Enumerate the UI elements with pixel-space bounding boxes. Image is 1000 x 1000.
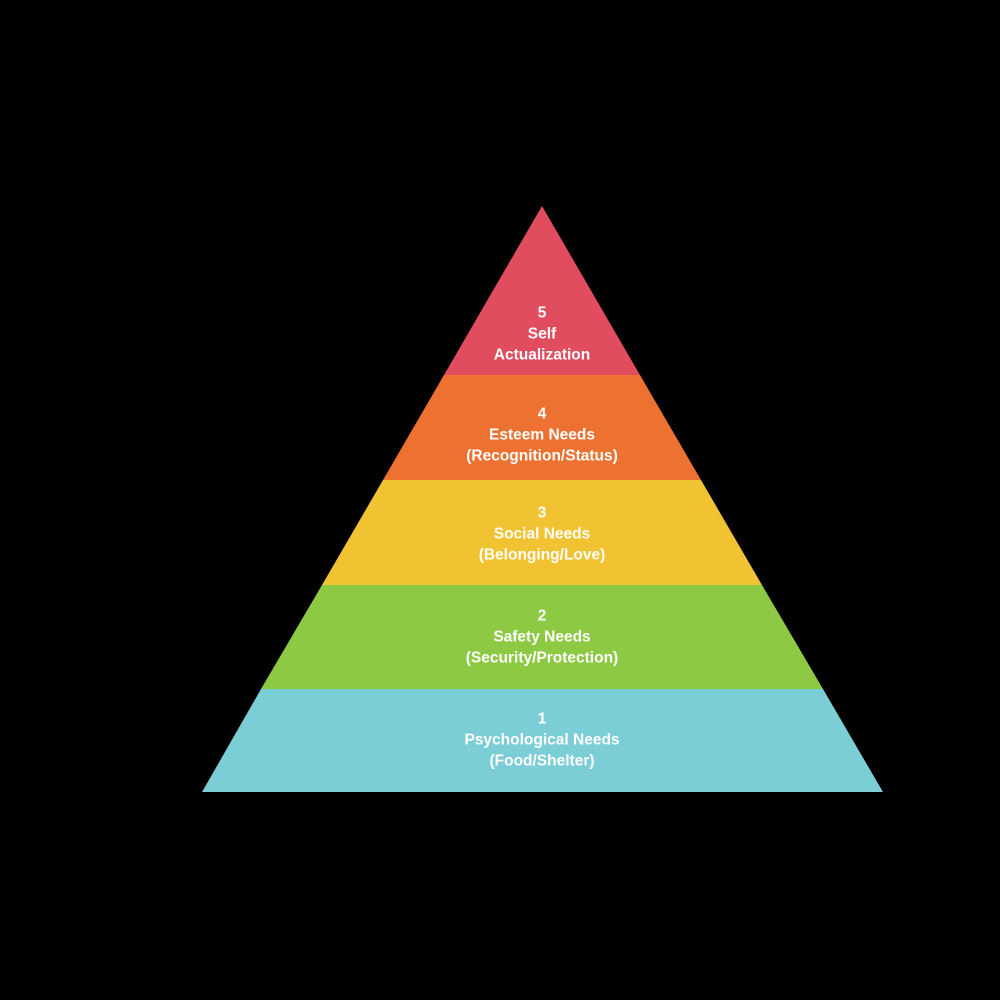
pyramid-level-3-number: 3 xyxy=(538,505,547,522)
pyramid-level-2-shape xyxy=(261,585,823,689)
pyramid-level-5-title-line2: Actualization xyxy=(494,347,590,364)
pyramid-level-3-label: 3 Social Needs (Belonging/Love) xyxy=(479,505,606,564)
pyramid-level-4-label: 4 Esteem Needs (Recognition/Status) xyxy=(466,406,618,465)
pyramid-level-3-subtitle: (Belonging/Love) xyxy=(479,547,606,564)
pyramid-level-4-subtitle: (Recognition/Status) xyxy=(466,448,618,465)
pyramid-level-4-shape xyxy=(383,375,701,480)
pyramid-level-2-number: 2 xyxy=(538,608,547,625)
pyramid-level-5-label: 5 Self Actualization xyxy=(494,305,590,364)
pyramid-level-4-title: Esteem Needs xyxy=(489,427,595,444)
pyramid-level-1-number: 1 xyxy=(538,711,547,728)
pyramid-level-1-subtitle: (Food/Shelter) xyxy=(489,753,594,770)
pyramid-level-2-subtitle: (Security/Protection) xyxy=(466,650,618,667)
pyramid-level-5-shape xyxy=(444,206,640,375)
pyramid-level-5-title-line1: Self xyxy=(528,326,557,343)
pyramid-level-2-label: 2 Safety Needs (Security/Protection) xyxy=(466,608,618,667)
pyramid-level-1-shape xyxy=(202,689,883,792)
pyramid-level-4-number: 4 xyxy=(538,406,547,423)
pyramid-level-1-title: Psychological Needs xyxy=(464,732,619,749)
pyramid-level-3-shape xyxy=(322,480,762,585)
pyramid-level-3-title: Social Needs xyxy=(494,526,591,543)
pyramid-level-2-title: Safety Needs xyxy=(493,629,590,646)
pyramid-level-1-label: 1 Psychological Needs (Food/Shelter) xyxy=(464,711,619,770)
pyramid-level-5-number: 5 xyxy=(538,305,547,322)
